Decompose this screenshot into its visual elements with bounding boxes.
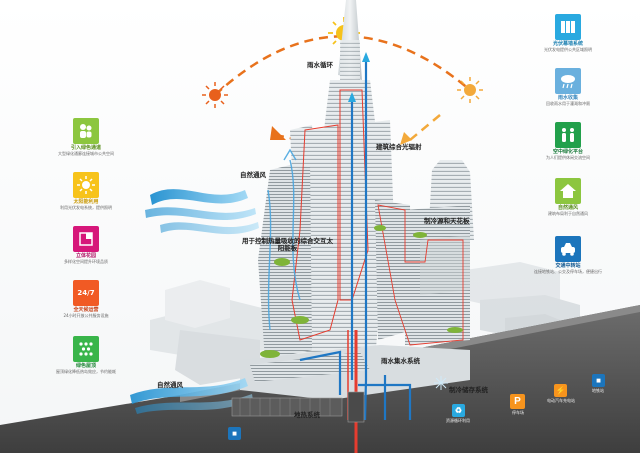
greenery	[260, 225, 463, 358]
left-feature-3: 立体花园 多样化空间提升环境品质	[48, 226, 124, 264]
left-feature-4: 24/7 全天候运营 24小时开放公共服务设施	[48, 280, 124, 318]
sun-right-icon	[457, 77, 483, 103]
recycle-caption: 资源循环利用	[446, 418, 470, 423]
label-geothermal: 地热系统	[294, 411, 320, 419]
recycle-icon: ♻	[452, 404, 465, 417]
clock-24-7-icon: 24/7	[73, 280, 99, 306]
left-feature-1-title: 引入绿色通道	[70, 145, 101, 151]
water-drops	[348, 52, 370, 102]
label-daylight: 建筑综合光辐射	[376, 143, 422, 151]
label-natural-ventilation-top: 自然通风	[240, 171, 266, 179]
right-feature-2-title: 雨水收集	[557, 95, 578, 101]
underground-storage	[231, 376, 448, 423]
right-feature-2: 雨水收集 回收雨水用于灌溉和冲厕	[530, 68, 606, 106]
wind-stream-upper	[145, 189, 259, 235]
right-feature-4-desc: 建筑布局利于自然通风	[548, 210, 588, 216]
right-feature-3-desc: 为人们提供休闲交流空间	[546, 154, 590, 160]
sun-icon	[73, 172, 99, 198]
water-pipes	[299, 60, 412, 421]
left-feature-5-desc: 屋顶绿化降低热岛效应，节约能耗	[56, 368, 116, 374]
green-people-icon	[555, 122, 581, 148]
panels-icon	[555, 14, 581, 40]
label-natural-ventilation-bottom: 自然通风	[157, 381, 183, 389]
left-feature-1-desc: 大型绿化通廊连接城市公共空间	[58, 150, 114, 156]
rain-cloud-icon	[555, 68, 581, 94]
charging-caption: 电动汽车充电站	[547, 398, 575, 403]
left-feature-2: 太阳能利用 利用光伏发电系统，提供照明	[48, 172, 124, 210]
right-feature-4: 自然通风 建筑布局利于自然通风	[530, 178, 606, 216]
right-feature-3: 空中绿化平台 为人们提供休闲交流空间	[530, 122, 606, 160]
left-feature-4-title: 全天候运营	[73, 307, 99, 313]
left-feature-4-desc: 24小时开放公共服务设施	[63, 312, 109, 318]
right-feature-5-title: 交通中转站	[555, 263, 581, 269]
ventilation-flow	[267, 148, 301, 331]
label-absorb-solar: 用于控制热量吸收的综合交互太阳能板	[242, 237, 333, 253]
subway-icon: ■	[228, 427, 241, 440]
right-feature-1-desc: 光伏发电提供公共区域照明	[544, 46, 592, 52]
pink-panel-icon	[73, 226, 99, 252]
charging-icon: ⚡	[554, 384, 567, 397]
left-feature-2-desc: 利用光伏发电系统，提供照明	[60, 204, 112, 210]
right-feature-5-desc: 连接地铁站、公交及停车场，便捷出行	[534, 268, 602, 274]
right-feature-3-title: 空中绿化平台	[552, 149, 583, 155]
label-cooling-storage: 制冷储存系统	[449, 386, 488, 394]
right-feature-1-title: 光伏幕墙系统	[552, 41, 583, 47]
green-dots-icon	[73, 336, 99, 362]
house-icon	[555, 178, 581, 204]
left-feature-1: 引入绿色通道 大型绿化通廊连接城市公共空间	[48, 118, 124, 156]
parking-icon: P	[510, 394, 525, 409]
metro-caption: 地铁站	[592, 388, 604, 393]
label-rain-cycle: 雨水循环	[307, 61, 333, 69]
left-feature-3-desc: 多样化空间提升环境品质	[64, 258, 108, 264]
left-feature-2-title: 太阳能利用	[73, 199, 99, 205]
people-icon	[73, 118, 99, 144]
right-feature-4-title: 自然通风	[557, 205, 578, 211]
left-feature-5-title: 绿色屋顶	[75, 363, 96, 369]
right-feature-5: 交通中转站 连接地铁站、公交及停车场，便捷出行	[530, 236, 606, 274]
parking-caption: 停车场	[512, 410, 524, 415]
sun-left-icon	[202, 82, 228, 108]
right-feature-1: 光伏幕墙系统 光伏发电提供公共区域照明	[530, 14, 606, 52]
right-feature-2-desc: 回收雨水用于灌溉和冲厕	[546, 100, 590, 106]
label-basement-water: 雨水集水系统	[381, 357, 420, 365]
wind-stream-lower	[130, 378, 253, 414]
left-feature-5: 绿色屋顶 屋顶绿化降低热岛效应，节约能耗	[48, 336, 124, 374]
metro-icon: ■	[592, 374, 605, 387]
left-feature-3-title: 立体花园	[75, 253, 96, 259]
snowflake-icon	[434, 376, 448, 390]
label-shading-panel: 制冷源和天花板	[424, 217, 470, 225]
car-icon	[555, 236, 581, 262]
